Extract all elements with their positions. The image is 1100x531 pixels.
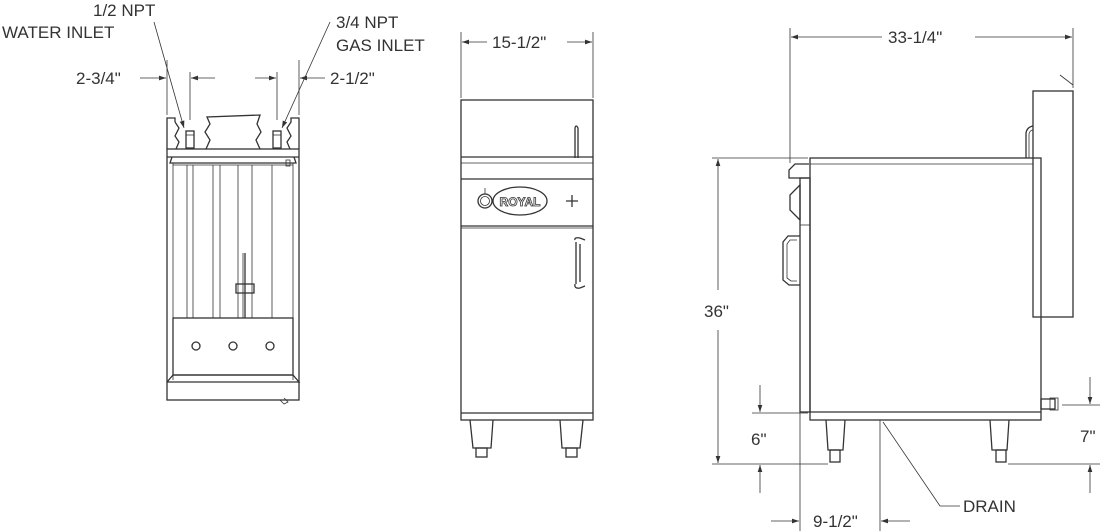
dim-9-1-2: 9-1/2" [813, 512, 858, 531]
front-body [460, 99, 594, 421]
leg [559, 419, 584, 449]
dim-15-1-2: 15-1/2" [492, 33, 546, 52]
front-view: 15-1/2" ROYAL [460, 32, 594, 458]
gas-inlet-fitting [272, 130, 282, 149]
side-door-handle [782, 235, 800, 286]
gas-inlet-label-2: GAS INLET [336, 36, 425, 55]
door-handle [574, 237, 586, 289]
leg [989, 419, 1010, 451]
thermostat-knob-icon [566, 195, 578, 207]
dim-36: 36" [704, 302, 729, 321]
water-inlet-fitting [185, 130, 195, 149]
rear-view: 1/2 NPT WATER INLET 3/4 NPT GAS INLET 2-… [2, 1, 425, 405]
gas-inlet-label-1: 3/4 NPT [336, 13, 398, 32]
leg [469, 419, 494, 449]
vent-hole [191, 341, 201, 351]
dim-33-1-4: 33-1/4" [888, 28, 942, 47]
broken-flue [204, 114, 262, 150]
water-inlet-label-1: 1/2 NPT [93, 1, 155, 20]
drain-label: DRAIN [963, 497, 1016, 516]
side-knob [789, 183, 801, 222]
rear-lower-panel [172, 317, 294, 376]
gas-inlet-leader [281, 21, 331, 129]
rear-fitting [1040, 398, 1056, 410]
dim-7: 7" [1080, 427, 1096, 446]
royal-logo [492, 186, 548, 216]
vent-hole [228, 341, 238, 351]
side-body [809, 157, 1042, 421]
vent-hole [265, 341, 275, 351]
leg [825, 419, 846, 451]
flue-box [1032, 90, 1074, 318]
water-inlet-leader [153, 21, 185, 129]
logo-text: ROYAL [500, 195, 541, 209]
water-inlet-label-2: WATER INLET [2, 23, 114, 42]
drain-leader [882, 421, 960, 507]
dim-2-3-4: 2-3/4" [76, 69, 121, 88]
dim-2-1-2: 2-1/2" [330, 69, 375, 88]
dim-6: 6" [751, 430, 767, 449]
rear-body [166, 148, 300, 401]
side-view: 33-1/4" 36" 6" 7" [704, 28, 1100, 531]
